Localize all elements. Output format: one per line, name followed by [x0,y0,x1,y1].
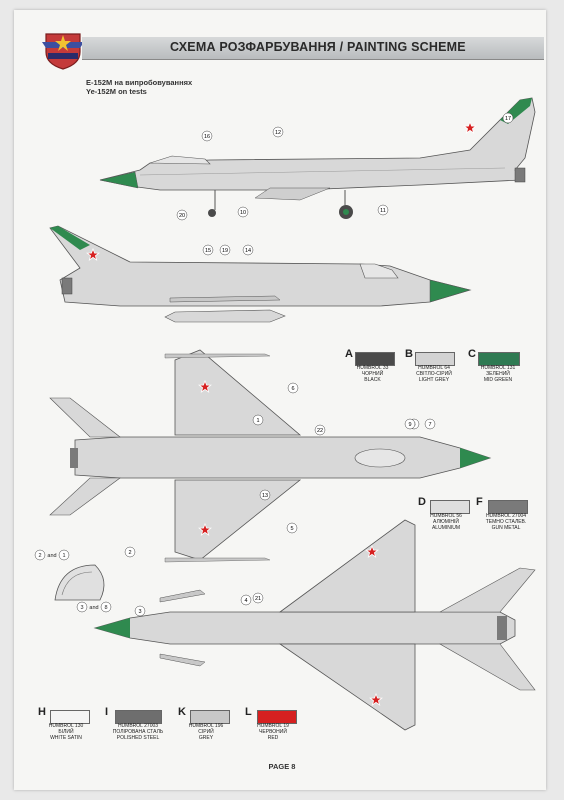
subtitle-ukrainian: E-152M на випробовуваннях [86,78,193,87]
missile-left [164,353,271,359]
exhaust [70,448,78,468]
swatch-letter: F [476,496,483,508]
red-star-tail [463,121,477,134]
top-view [49,349,492,563]
color-swatch-h: H HUMBROL 130 БІЛИЙ WHITE SATIN [38,706,93,750]
swatch-text: HUMBROL 130 БІЛИЙ WHITE SATIN [48,723,84,741]
fuselage [93,611,516,645]
swatch-text: HUMBROL 19 ЧЕРВОНИЙ RED [257,723,289,741]
swatch-text: HUMBROL 196 СІРИЙ GREY [188,723,224,741]
brand-logo [42,33,84,70]
color-swatch-c: C HUMBROL 131 ЗЕЛЕНИЙ MID GREEN [468,348,528,392]
swatch-text: HUMBROL 27004 ТЕМНО СТАЛЕВ. GUN METAL [485,513,527,531]
right-stabilizer [438,643,536,691]
swatch-letter: H [38,706,46,718]
missile-right [159,653,206,667]
nose-cone [460,448,490,468]
color-swatch-l: L HUMBROL 19 ЧЕРВОНИЙ RED [245,706,300,750]
color-swatch-d: D HUMBROL 56 АЛЮМІНІЙ ALUMINIUM [418,496,473,540]
swatch-color [257,710,297,724]
left-wing [174,349,302,436]
missile-pylon [169,295,281,303]
right-wing [278,643,416,731]
logo-star-icon [55,35,71,51]
exhaust [497,616,507,640]
color-swatch-i: I HUMBROL 27003 ПОЛІРОВАНА СТАЛЬ POLISHE… [105,706,170,750]
swatch-letter: B [405,348,413,360]
swatch-text: HUMBROL 56 АЛЮМІНІЙ ALUMINIUM [430,513,462,531]
side-view-left [99,97,536,219]
swatch-text: HUMBROL 27003 ПОЛІРОВАНА СТАЛЬ POLISHED … [112,723,164,741]
canopy-callout: 3 [80,605,83,611]
color-swatch-b: B HUMBROL 64 СВІТЛО-СІРИЙ LIGHT GREY [405,348,460,392]
exhaust [514,167,526,183]
exhaust [61,277,73,295]
subtitle-english: Ye-152M on tests [86,87,147,96]
page-title: СХЕМА РОЗФАРБУВАННЯ / PAINTING SCHEME [170,40,466,54]
canopy [354,448,406,468]
fuselage [99,97,536,191]
drop-tank [164,309,286,323]
nose-cone [429,279,471,303]
canopy [359,263,399,279]
landing-gear [208,190,353,219]
swatch-letter: I [105,706,109,718]
canopy-callout: 1 [62,553,65,559]
color-swatch-a: A HUMBROL 33 ЧОРНИЙ BLACK [345,348,395,392]
swatch-color [478,352,520,366]
missile-right [164,557,271,563]
nose-cone [99,171,139,189]
left-stabilizer [439,567,536,613]
color-swatch-k: K HUMBROL 196 СІРИЙ GREY [178,706,233,750]
color-swatch-f: F HUMBROL 27004 ТЕМНО СТАЛЕВ. GUN METAL [476,496,536,540]
fuselage [49,225,472,307]
swatch-letter: K [178,706,186,718]
swatch-color [50,710,90,724]
right-wing [174,479,302,561]
swatch-color [415,352,455,366]
canopy-callout: 8 [104,605,107,611]
side-view-right [49,225,472,323]
swatch-color [115,710,162,724]
logo-banner [48,53,78,59]
canopy-detail: 2 and 1 3 and 8 [34,549,112,613]
swatch-text: HUMBROL 64 СВІТЛО-СІРИЙ LIGHT GREY [416,365,452,383]
canopy-callout-and: and [47,553,56,559]
swatch-text: HUMBROL 131 ЗЕЛЕНИЙ MID GREEN [480,365,516,383]
page-header: СХЕМА РОЗФАРБУВАННЯ / PAINTING SCHEME [82,37,544,60]
canopy-callout-and: and [89,605,98,611]
aircraft-subtitle: E-152M на випробовуваннях Ye-152M on tes… [86,78,192,96]
swatch-letter: D [418,496,426,508]
swatch-color [430,500,470,514]
instruction-sheet [14,10,546,790]
swatch-letter: C [468,348,476,360]
swatch-letter: A [345,348,353,360]
swatch-color [190,710,230,724]
bottom-view [93,519,536,731]
swatch-text: HUMBROL 33 ЧОРНИЙ BLACK [356,365,389,383]
fin-green-tip [50,226,90,250]
left-wing [278,519,416,613]
fuselage [74,436,492,479]
swatch-color [488,500,528,514]
right-stabilizer [49,477,121,516]
wing [254,187,331,201]
canopy [149,155,211,165]
canopy-callout: 2 [38,553,41,559]
swatch-letter: L [245,706,252,718]
swatch-color [355,352,395,366]
nose-cone [95,618,130,638]
page-number: PAGE 8 [268,762,296,771]
left-stabilizer [49,397,121,438]
missile-left [159,589,206,603]
